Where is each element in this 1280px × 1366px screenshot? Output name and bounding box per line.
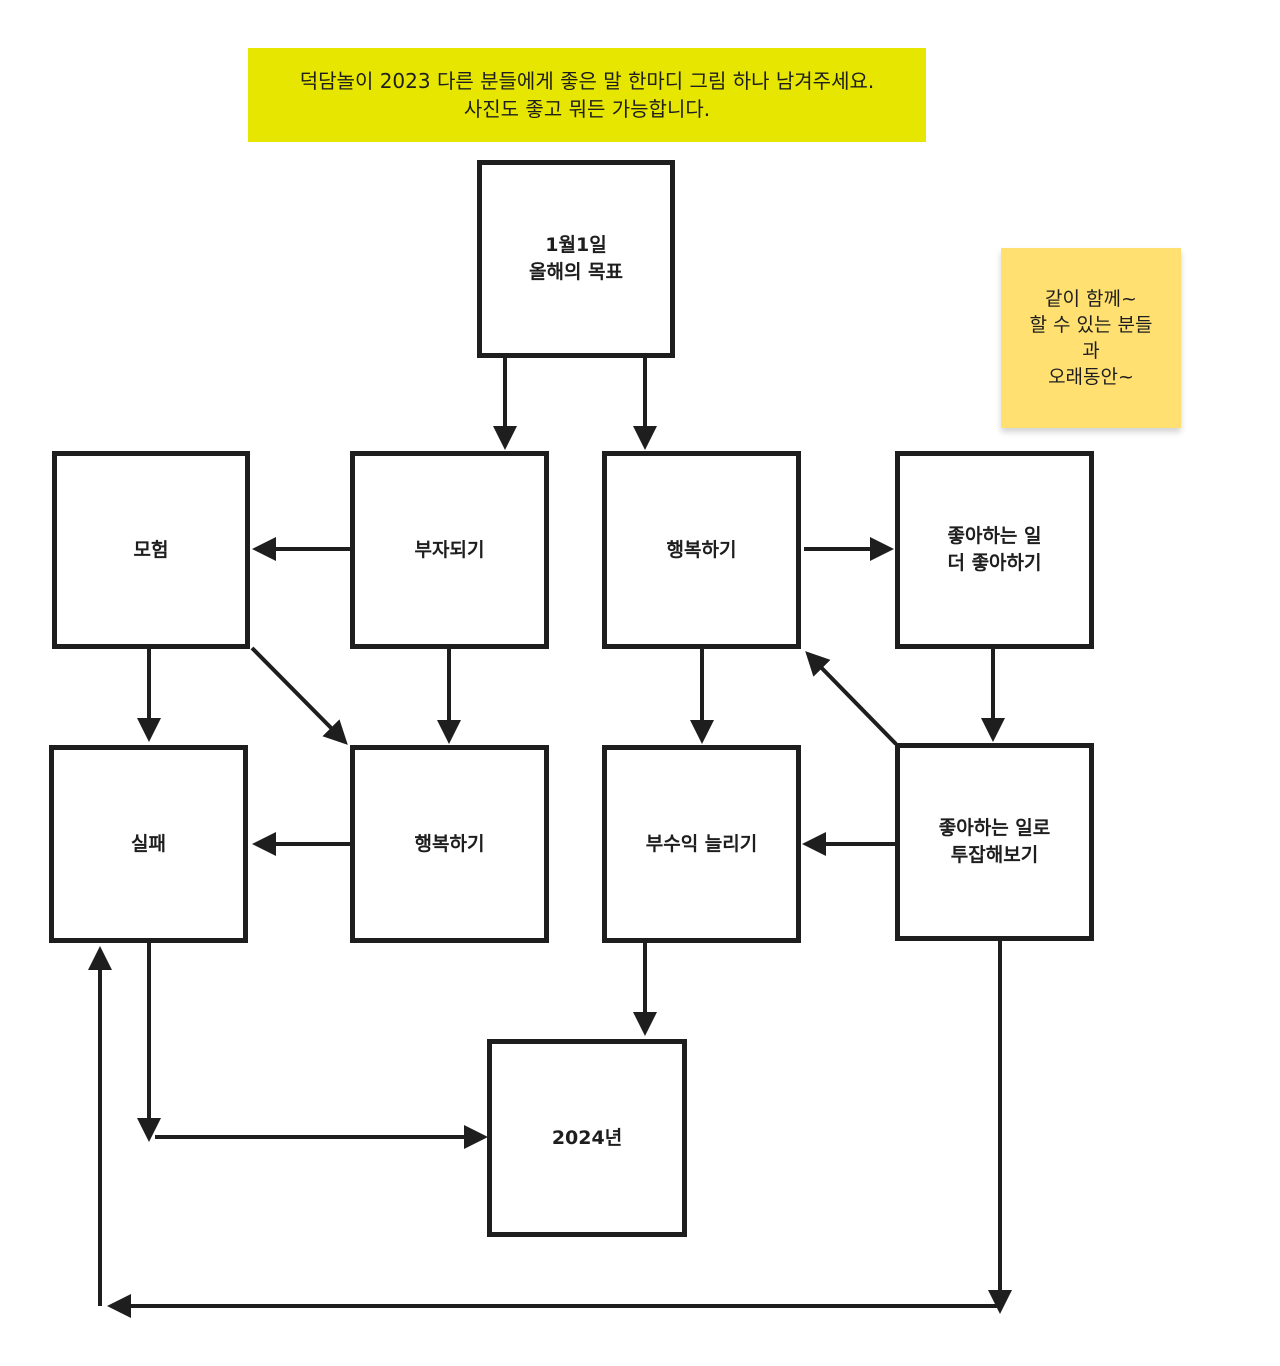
node-label: 1월1일	[545, 234, 607, 256]
node-label: 부수익 늘리기	[645, 832, 758, 855]
sticky-line: 과	[1082, 340, 1100, 362]
node-fail[interactable]: 실패	[49, 745, 248, 943]
node-label: 더 좋아하기	[947, 552, 1042, 574]
node-side-income[interactable]: 부수익 늘리기	[602, 745, 801, 943]
node-label: 투잡해보기	[950, 844, 1039, 866]
sticky-line: 같이 함께~	[1045, 288, 1137, 310]
banner-line: 덕담놀이 2023 다른 분들에게 좋은 말 한마디 그림 하나 남겨주세요.	[299, 69, 875, 93]
sticky-line: 할 수 있는 분들	[1029, 314, 1153, 336]
node-label: 좋아하는 일	[947, 525, 1042, 547]
node-side-job[interactable]: 좋아하는 일로 투잡해보기	[895, 743, 1094, 941]
node-adventure[interactable]: 모험	[52, 451, 250, 649]
node-label: 부자되기	[414, 538, 485, 561]
node-label: 올해의 목표	[528, 261, 623, 283]
node-label: 모험	[133, 538, 169, 561]
banner-line: 사진도 좋고 뭐든 가능합니다.	[463, 97, 711, 121]
node-label: 행복하기	[666, 538, 737, 561]
node-rich[interactable]: 부자되기	[350, 451, 549, 649]
node-label: 실패	[131, 832, 166, 855]
arrow-side-job-to-happy	[805, 651, 898, 746]
sticky-note[interactable]: 같이 함께~ 할 수 있는 분들 과 오래동안~	[1001, 248, 1181, 428]
node-happy-2[interactable]: 행복하기	[350, 745, 549, 943]
node-label: 행복하기	[414, 832, 485, 855]
node-like-work[interactable]: 좋아하는 일 더 좋아하기	[895, 451, 1094, 649]
sticky-line: 오래동안~	[1048, 366, 1134, 388]
node-happy[interactable]: 행복하기	[602, 451, 801, 649]
instruction-banner: 덕담놀이 2023 다른 분들에게 좋은 말 한마디 그림 하나 남겨주세요. …	[248, 48, 926, 142]
node-goal[interactable]: 1월1일 올해의 목표	[477, 160, 675, 358]
node-2024[interactable]: 2024년	[487, 1039, 687, 1237]
node-label: 2024년	[551, 1126, 623, 1149]
arrow-adventure-to-happy2	[250, 646, 348, 745]
node-label: 좋아하는 일로	[938, 817, 1051, 839]
